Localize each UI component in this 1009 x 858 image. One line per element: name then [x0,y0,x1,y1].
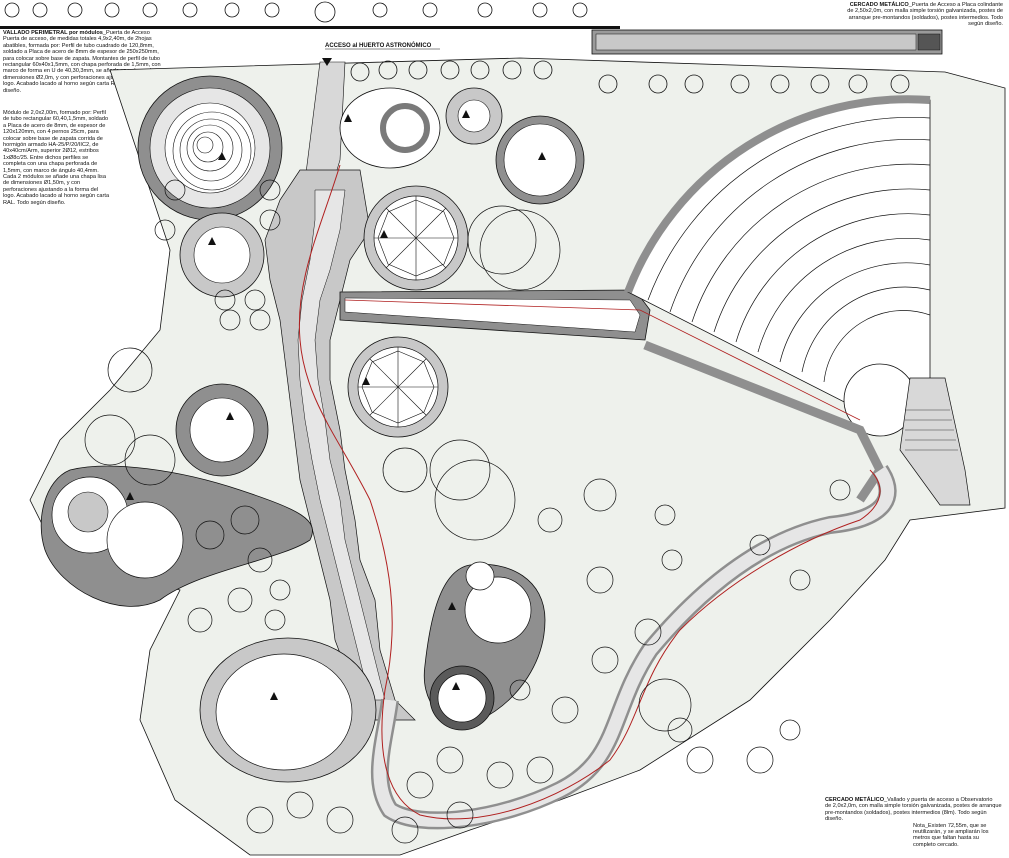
trees [84,179,851,844]
route-line [298,164,881,820]
cercado-top-body: _Puerta de Acceso a Placa colindante de … [847,2,1003,28]
top-wall [0,26,620,29]
amphitheater [627,98,971,506]
left-middle-garden [40,465,313,607]
upper-middle-plots [339,87,585,205]
marker-icons [126,110,546,700]
vallado-subtitle: _Puerta de Acceso [102,30,150,36]
cercado-bottom-nota: Nota_Existen 72,55m, que se reutilizarán… [913,822,991,848]
observatory-wheel-1 [363,185,469,291]
vallado-body2: Módulo de 2,0x2,00m, formado por: Perfil… [3,110,111,206]
vallado-module-note: Módulo de 2,0x2,00m, formado por: Perfil… [3,110,111,206]
cercado-top-note: CERCADO METÁLICO_Puerta de Acceso a Plac… [843,2,1003,28]
cercado-bottom-subtitle: _Vallado y puerta de acceso a Observator… [884,797,993,803]
top-trees [4,1,910,94]
cercado-bottom-note: CERCADO METÁLICO_Vallado y puerta de acc… [825,797,1003,848]
cercado-top-title: CERCADO METÁLICO [849,2,909,8]
cercado-bottom-body: de 2,0x2,0m, con malla simple torsión ga… [825,803,1004,823]
observatory-wheel-2 [347,336,449,438]
acceso-label: ACCESO al HUERTO ASTRONÓMICO [325,41,432,49]
spiral-garden [137,75,283,221]
cercado-bottom-title: CERCADO METÁLICO [825,797,885,803]
amphitheater-wall [624,95,931,294]
bottom-oval-garden [199,637,377,783]
bottom-middle-plots [423,561,546,731]
acceso-arrow-icon [322,58,332,66]
vallado-title: VALLADO PERIMETRAL por módulos [3,30,103,36]
